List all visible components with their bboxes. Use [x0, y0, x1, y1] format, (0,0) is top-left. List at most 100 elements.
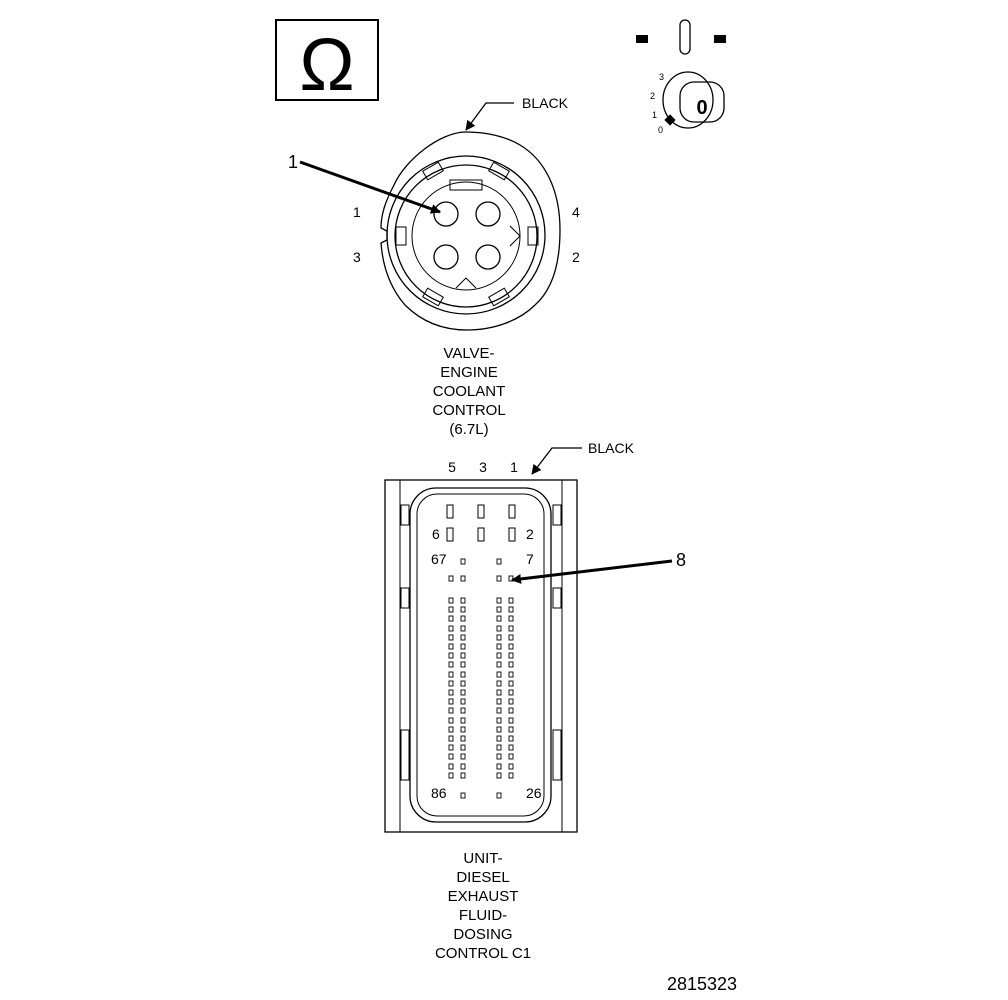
pin-cavity: [448, 575, 454, 582]
pin-cavity: [460, 753, 466, 760]
ohmmeter-icon: Ω: [275, 19, 379, 106]
pin-cavity: [448, 735, 454, 742]
pin-cavity: [496, 597, 502, 604]
pin-cavity: [460, 597, 466, 604]
connector1-name-line: COOLANT: [433, 383, 506, 400]
pin-cavity: [496, 717, 502, 724]
ignition-mark-left: [636, 35, 648, 43]
pin-cavity: [496, 792, 502, 799]
pin-cavity: [508, 652, 514, 659]
connector2-name: UNIT- DIESEL EXHAUST FLUID- DOSING CONTR…: [435, 850, 531, 962]
connector2-name-line: DIESEL: [456, 869, 509, 886]
pin-cavity: [508, 634, 514, 641]
connector2-callout: 8: [676, 550, 686, 570]
connector1-pin1-label: 1: [353, 204, 361, 220]
pin-cavity: [460, 680, 466, 687]
pin-cavity: [496, 606, 502, 613]
pin-cavity: [448, 726, 454, 733]
connector1-cavity-4: [475, 201, 501, 227]
connector1-name-line: ENGINE: [440, 364, 498, 381]
pin-cavity: [448, 689, 454, 696]
pin-cavity: [496, 680, 502, 687]
pin-cavity: [496, 735, 502, 742]
pin-cavity: [448, 652, 454, 659]
pin-cavity: [496, 558, 502, 565]
connector2-pin67-label: 67: [431, 551, 447, 567]
pin-cavity: [460, 643, 466, 650]
pin-cavity: [508, 661, 514, 668]
pin-cavity: [496, 625, 502, 632]
pin-cavity: [508, 625, 514, 632]
connector2-pin3-label: 3: [479, 459, 487, 475]
pin-cavity: [460, 671, 466, 678]
connector1-color-label: BLACK: [522, 95, 569, 111]
def-dosing-connector: BLACK 5 3 1 6 2 67 7 86 26 8: [384, 440, 686, 962]
pin-cavity: [496, 671, 502, 678]
pin-cavity: [448, 772, 454, 779]
pin-cavity: [496, 652, 502, 659]
pin-cavity: [496, 698, 502, 705]
pin-cavity: [448, 698, 454, 705]
ignition-mark-2: 2: [650, 91, 655, 101]
connector2-name-line: EXHAUST: [448, 888, 519, 905]
pin-cavity: [508, 671, 514, 678]
ignition-key-label: 0: [696, 97, 707, 119]
pin-cavity: [460, 625, 466, 632]
pin-cavity: [508, 726, 514, 733]
pin-cavity: [448, 717, 454, 724]
connector2-pin7-label: 7: [526, 551, 534, 567]
pin-cavity: [460, 634, 466, 641]
pin-cavity: [460, 575, 466, 582]
pin-cavity: [448, 661, 454, 668]
connector1-pin4-label: 4: [572, 204, 580, 220]
pin-cavity: [460, 652, 466, 659]
pin-cavity: [508, 698, 514, 705]
pin-cavity: [448, 606, 454, 613]
connector1-cavity-2: [475, 244, 501, 270]
pin-cavity: [460, 689, 466, 696]
connector2-name-line: UNIT-: [463, 850, 502, 867]
connector1-name-line: CONTROL: [432, 402, 505, 419]
pin-cavity: [460, 615, 466, 622]
pin-cavity: [448, 744, 454, 751]
ignition-mark-0: 0: [658, 125, 663, 135]
pin-cavity: [460, 792, 466, 799]
pin-cavity: [508, 753, 514, 760]
pin-cavity: [508, 744, 514, 751]
ignition-mark-1: 1: [652, 110, 657, 120]
pin-cavity: [508, 606, 514, 613]
pin-cavity: [508, 615, 514, 622]
ohm-glyph: Ω: [299, 23, 354, 106]
pin-cavity: [448, 597, 454, 604]
pin-cavity: [460, 558, 466, 565]
connector1-callout: 1: [288, 152, 298, 172]
pin-cavity: [508, 597, 514, 604]
pin-cavity: [496, 707, 502, 714]
connector1-name-line: VALVE-: [443, 345, 494, 362]
pin-cavity: [496, 689, 502, 696]
figure-number: 2815323: [667, 974, 737, 994]
connector2-name-line: FLUID-: [459, 907, 507, 924]
pin-cavity: [508, 689, 514, 696]
pin-cavity: [496, 661, 502, 668]
connector2-pin86-label: 86: [431, 785, 447, 801]
pin-cavity: [508, 763, 514, 770]
ignition-key-icon: 3 2 1 0 0: [636, 19, 726, 135]
pin-cavity: [496, 643, 502, 650]
pin-cavity: [508, 707, 514, 714]
pin-cavity: [496, 615, 502, 622]
connector1-pin2-label: 2: [572, 249, 580, 265]
connector2-name-line: CONTROL C1: [435, 945, 531, 962]
connector1-name-line: (6.7L): [449, 421, 488, 438]
pin-cavity: [460, 717, 466, 724]
connector2-name-line: DOSING: [453, 926, 512, 943]
pin-cavity: [448, 615, 454, 622]
pin-cavity: [448, 753, 454, 760]
connector1-cavity-3: [433, 244, 459, 270]
pin-cavity: [448, 671, 454, 678]
pin-cavity: [460, 726, 466, 733]
pin-cavity: [448, 680, 454, 687]
connector2-pin26-label: 26: [526, 785, 542, 801]
connector2-pin5-label: 5: [448, 459, 456, 475]
